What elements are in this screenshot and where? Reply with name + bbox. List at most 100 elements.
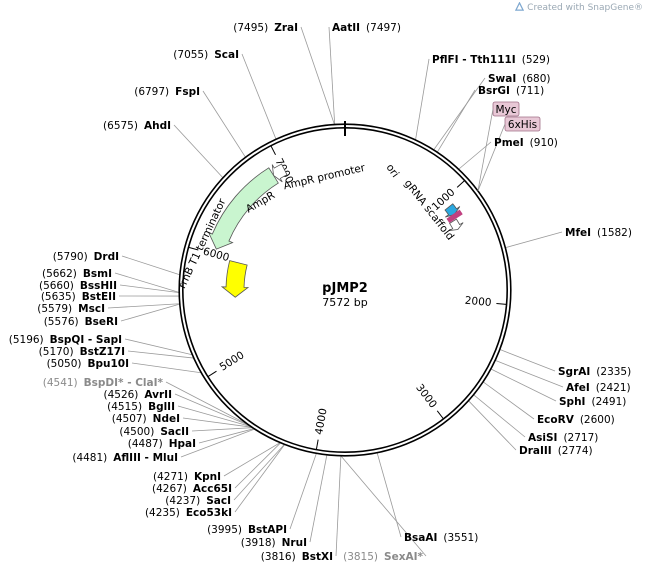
site-bstxi-leader [335,455,342,557]
site-bsshii-position: (5660) [39,280,74,292]
site-bsshii-leader [119,284,180,294]
tick-mark [436,410,444,420]
site-bpu10i: Bpu10I(5050) [47,358,129,370]
site-bsteii: BstEII(5635) [41,291,116,303]
site-bsrgi-name: BsrGI [478,85,510,97]
tick-mark [496,302,507,305]
feature-ampr-promoter-label: AmpR promoter [282,162,367,193]
site-bsrgi-leader [437,89,476,153]
site-ahdi-leader [173,124,224,178]
site-bpu10i-leader [131,362,202,374]
site-bstapi: BstAPI(3995) [207,524,287,536]
site-sphi-leader [490,368,557,402]
site-ahdi-name: AhdI [144,120,171,132]
site-kpni-leader [223,442,281,477]
site-bsshii-name: BssHII [80,280,117,292]
site-pmei-position: (910) [530,137,558,149]
site-drdi: DrdI(5790) [53,251,119,263]
site-ecorv-position: (2600) [580,414,615,426]
site-bseri: BseRI(5576) [44,316,118,328]
credit-brand: SnapGene® [587,3,643,13]
site-avrii: AvrII(4526) [103,389,172,401]
site-fspi: FspI(6797) [134,86,200,98]
site-bsaai-position: (3551) [443,532,478,544]
site-ndei-leader [182,417,252,428]
site-sacii: SacII(4500) [119,426,189,438]
site-kpni-position: (4271) [153,471,188,483]
site-afei-name: AfeI [566,382,590,394]
site-bspdi-clai--position: (4541) [43,377,78,389]
site-sphi-position: (2491) [591,396,626,408]
site-bglii-leader [177,405,251,427]
feature-rrnb-t1-terminator-arrow [449,218,464,231]
site-eco53ki-position: (4235) [145,507,180,519]
site-zrai: ZraI(7495) [233,22,298,34]
tick-label: 4000 [313,407,330,435]
snapgene-logo-icon [515,2,525,11]
site-drdi-leader [121,255,180,276]
site-bspqi-sapi-position: (5196) [9,334,44,346]
site-aatii-leader [328,26,336,125]
tag-6xhis-label: 6xHis [508,119,537,131]
site-pmei-name: PmeI [494,137,524,149]
site-bspqi-sapi-leader [124,338,193,356]
site-saci-name: SacI [206,495,231,507]
site-ndei-name: NdeI [153,413,180,425]
site-sgrai-leader [499,349,556,372]
site-eco53ki-leader [234,444,285,513]
feature-segment-mark [446,209,461,221]
site-bpu10i-name: Bpu10I [87,358,129,370]
site-ecorv-name: EcoRV [537,414,575,426]
site-avrii-position: (4526) [103,389,138,401]
site-nrui: NruI(3918) [241,537,307,549]
site-nrui-name: NruI [282,537,307,549]
site-draiii: DraIII(2774) [519,445,593,457]
site-kpni: KpnI(4271) [153,471,221,483]
site-bsmi-name: BsmI [83,268,112,280]
feature-segment-mark [448,212,463,223]
site-zrai-name: ZraI [274,22,298,34]
site-mfei-leader [505,231,563,249]
site-sgrai-name: SgrAI [558,366,590,378]
site-bsmi-position: (5662) [42,268,77,280]
site-fspi-position: (6797) [134,86,169,98]
site-ndei: NdeI(4507) [112,413,180,425]
site-drdi-position: (5790) [53,251,88,263]
site-bsrgi: BsrGI(711) [478,85,544,97]
site-ecorv-leader [483,381,535,420]
site-bsaai-leader [376,452,402,538]
tag-myc-label: Myc [495,104,516,116]
site-afei: AfeI (2421) [566,382,631,394]
site-sgrai-position: (2335) [596,366,631,378]
site-mfei-position: (1582) [597,227,632,239]
site-asisi-leader [473,394,526,438]
site-bstxi-position: (3816) [261,551,296,563]
site-acc65i-position: (4267) [152,483,187,495]
site-avrii-leader [174,393,250,427]
site-scai: ScaI(7055) [173,49,239,61]
site-sacii-position: (4500) [119,426,154,438]
restriction-sites: AatII(7497)PflFI - Tth111I(529)SwaI(680)… [9,22,632,563]
site-bsshii: BssHII (5660) [39,280,117,292]
site-msci-name: MscI [78,303,105,315]
site-swai-position: (680) [522,73,550,85]
site-acc65i: Acc65I(4267) [152,483,232,495]
site-asisi: AsiSI(2717) [528,432,598,444]
site-bseri-position: (5576) [44,316,79,328]
site-aatii-position: (7497) [366,22,401,34]
feature-grna-scaffold-arrow [444,203,461,218]
site-nrui-leader [309,454,328,543]
site-sgrai: SgrAI (2335) [558,366,631,378]
site-pflfi-tth111i-leader [415,58,430,140]
tick-mark [270,145,276,156]
credit-prefix: Created with [527,3,588,13]
site-bstz17i: BstZ17I(5170) [39,346,125,358]
site-pmei-leader [458,141,492,170]
tick-mark [207,370,217,377]
site-pmei: PmeI (910) [494,137,558,149]
site-bstapi-leader [289,453,317,530]
site-bglii: BglII(4515) [107,401,175,413]
site-bstz17i-position: (5170) [39,346,74,358]
site-afei-position: (2421) [596,382,631,394]
